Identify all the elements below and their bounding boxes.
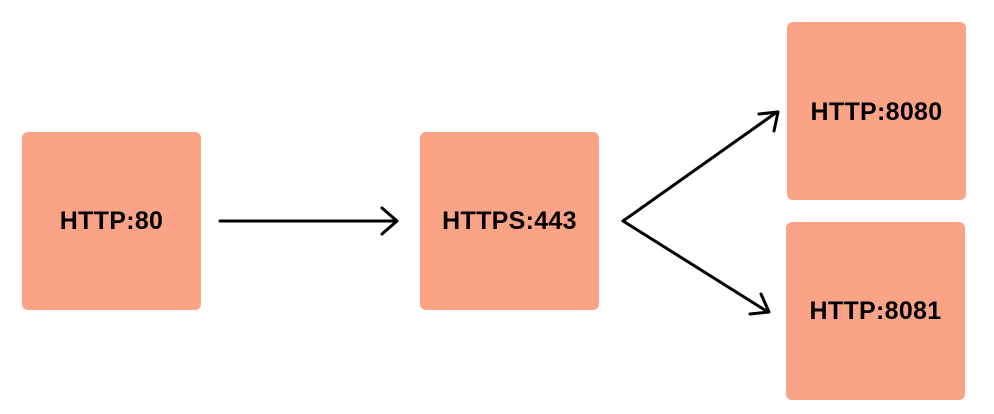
node-http-80: HTTP:80 bbox=[22, 132, 201, 310]
node-http-8080: HTTP:8080 bbox=[787, 22, 966, 200]
arrow-https443-to-http8081 bbox=[621, 219, 771, 316]
arrow-http80-to-https443 bbox=[218, 206, 399, 236]
node-label-http-80: HTTP:80 bbox=[59, 206, 164, 235]
node-http-8081: HTTP:8081 bbox=[786, 222, 965, 400]
node-label-http-8080: HTTP:8080 bbox=[810, 98, 943, 126]
node-label-https-443: HTTPS:443 bbox=[442, 206, 577, 235]
node-label-http-8081: HTTP:8081 bbox=[809, 296, 942, 325]
node-https-443: HTTPS:443 bbox=[420, 132, 599, 310]
arrow-https443-to-http8080 bbox=[621, 110, 780, 223]
